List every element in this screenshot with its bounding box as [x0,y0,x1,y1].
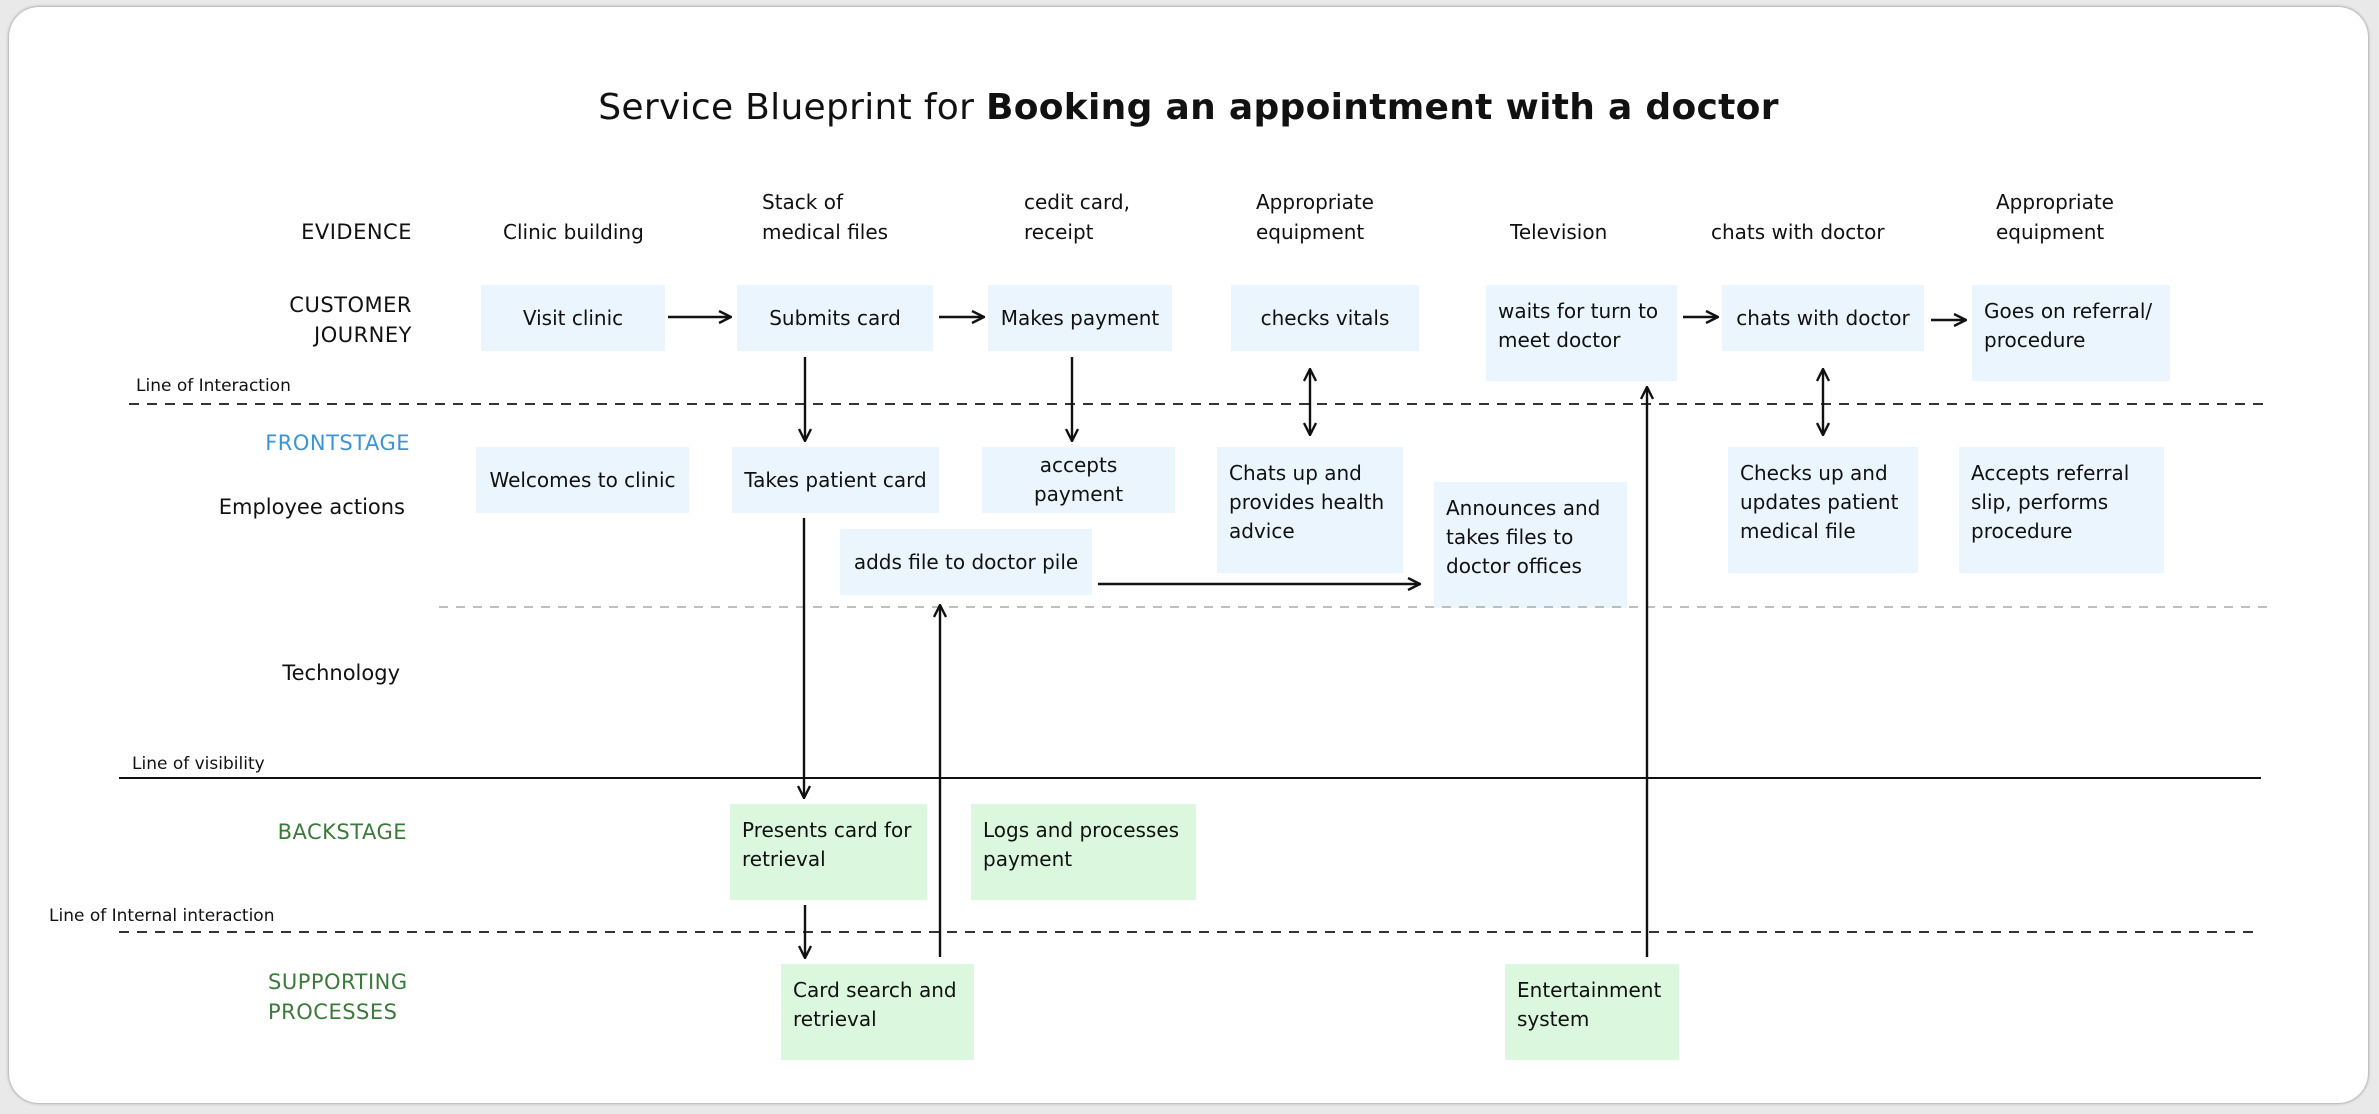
customer-step-checks-vitals: checks vitals [1231,285,1419,351]
evidence-line: Stack of [762,190,844,214]
lane-employee-actions: Employee actions [218,495,405,519]
evidence-line: cedit card, [1024,190,1130,214]
evidence-line: receipt [1024,220,1094,244]
evidence-item: Appropriate equipment [1996,187,2114,247]
evidence-item: Television [1510,220,1608,244]
evidence-line: medical files [762,220,889,244]
support-entertainment: Entertainment system [1505,964,1679,1060]
evidence-item: chats with doctor [1711,220,1885,244]
lane-frontstage: FRONTSTAGE [265,431,410,455]
backstage-presents-card: Presents card for retrieval [730,804,927,900]
evidence-item: Appropriate equipment [1256,187,1374,247]
lane-supporting-line2: PROCESSES [268,1000,398,1024]
lane-evidence: EVIDENCE [301,220,412,244]
customer-step-submits-card: Submits card [737,285,933,351]
customer-step-makes-payment: Makes payment [988,285,1172,351]
label-line-of-internal-interaction: Line of Internal interaction [49,906,275,926]
frontstage-performs-procedure: Accepts referral slip, performs procedur… [1959,447,2164,573]
lane-supporting-line1: SUPPORTING [268,970,408,994]
customer-step-referral-procedure: Goes on referral/ procedure [1972,285,2170,381]
customer-step-chats-with-doctor: chats with doctor [1722,285,1924,351]
evidence-item: Clinic building [503,220,644,244]
diagram-title: Service Blueprint for Booking an appoint… [9,87,2368,128]
lane-customer-journey-line1: CUSTOMER [289,293,412,317]
frontstage-adds-file: adds file to doctor pile [840,529,1092,595]
lane-customer-journey-line2: JOURNEY [314,323,412,347]
lane-supporting-processes: SUPPORTING PROCESSES [268,967,408,1027]
lane-technology: Technology [282,661,400,685]
customer-step-visit-clinic: Visit clinic [481,285,665,351]
customer-step-waits-for-turn: waits for turn to meet doctor [1486,285,1677,381]
evidence-line: Appropriate [1256,190,1374,214]
frontstage-health-advice: Chats up and provides health advice [1217,447,1403,573]
frontstage-takes-card: Takes patient card [732,447,939,513]
frontstage-welcomes: Welcomes to clinic [476,447,689,513]
blueprint-canvas: Service Blueprint for Booking an appoint… [9,7,2368,1103]
evidence-line: equipment [1996,220,2105,244]
frontstage-updates-file: Checks up and updates patient medical fi… [1728,447,1918,573]
connectors-layer [119,7,2269,1103]
evidence-item: Stack of medical files [762,187,888,247]
evidence-line: equipment [1256,220,1365,244]
label-line-of-visibility: Line of visibility [132,754,265,774]
frontstage-accepts-payment: accepts payment [982,447,1175,513]
evidence-item: cedit card, receipt [1024,187,1130,247]
frontstage-announces: Announces and takes files to doctor offi… [1434,482,1627,608]
lane-backstage: BACKSTAGE [277,820,407,844]
evidence-line: Appropriate [1996,190,2114,214]
support-card-search: Card search and retrieval [781,964,974,1060]
backstage-logs-payment: Logs and processes payment [971,804,1196,900]
title-emphasis: Booking an appointment with a doctor [986,87,1779,128]
label-line-of-interaction: Line of Interaction [136,376,291,396]
lane-customer-journey: CUSTOMER JOURNEY [289,290,412,350]
title-prefix: Service Blueprint for [598,87,975,128]
